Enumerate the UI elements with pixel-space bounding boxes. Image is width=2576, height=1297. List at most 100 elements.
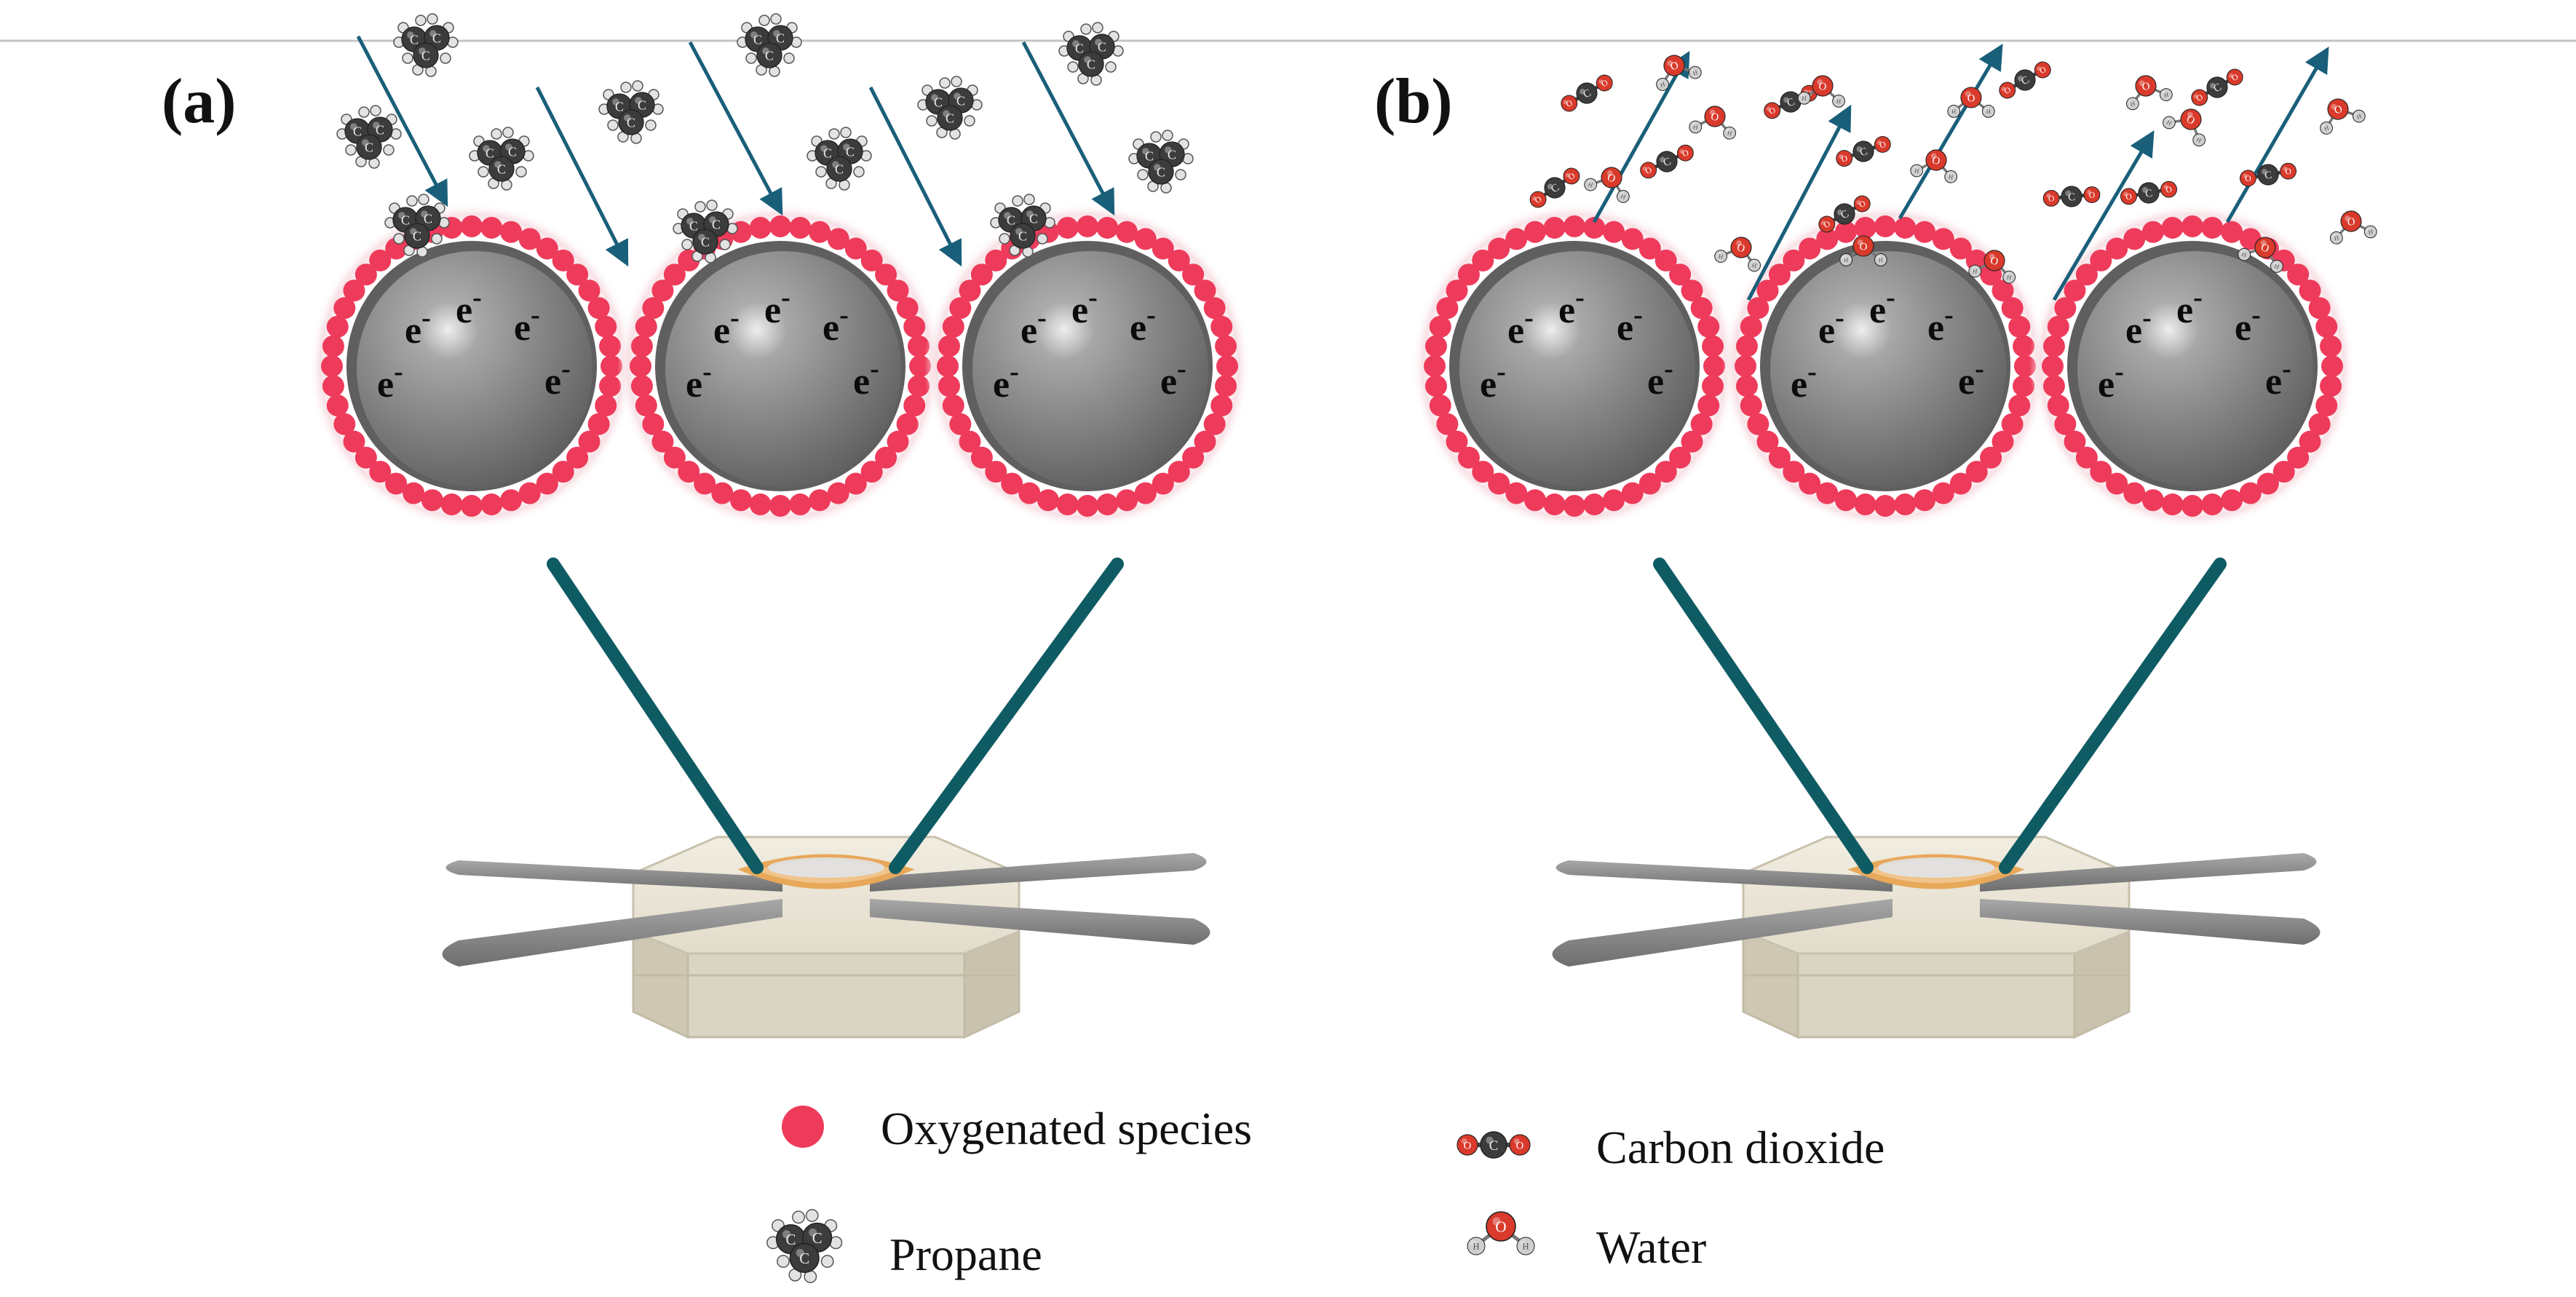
oxygenated-species-dot [1203,297,1226,320]
oxygenated-species-dot [1703,355,1725,377]
electron-label: e- [514,300,540,349]
oxygenated-species-dot [1816,482,1839,504]
oxygenated-species-dot [2064,279,2086,302]
oxygenated-species-dot [663,263,686,286]
pin-lower-right [870,899,1210,945]
svg-text:O: O [1967,92,1975,104]
electron-label: e- [405,303,431,352]
pin-upper-right [870,853,1207,892]
oxygenated-species-dot [1134,228,1157,250]
svg-text:C: C [401,213,410,227]
svg-text:C: C [799,1250,809,1267]
oxygenated-species-dot [1949,472,1972,495]
svg-text:O: O [2141,80,2151,93]
svg-text:C: C [712,217,721,231]
electrode-probe-right [1999,558,2227,874]
oxygenated-species-dot [678,461,700,483]
particle-highlight [1522,301,1580,359]
oxygenated-species-dot [2064,430,2086,453]
oxygenated-species-dot [1429,394,1451,417]
svg-text:C: C [421,48,430,63]
oxygenated-species-dot [566,263,589,286]
oxygenated-species-dot [896,413,919,435]
oxygenated-species-dot [1747,413,1769,435]
oxygenated-species-dot [2181,495,2203,517]
oxygenated-species-dot [2256,472,2279,495]
co2-molecule: OOC [1999,61,2051,99]
electron-label: e- [713,303,740,352]
svg-text:O: O [1464,1140,1472,1151]
oxygenated-species-dot [749,493,772,516]
sensing-particle: e-e-e-e-e- [1722,203,2048,529]
oxygenated-species-dot [887,430,909,453]
svg-text:C: C [410,32,419,47]
oxygenated-species-dot [1783,461,1805,483]
oxygenated-species-dot [1056,493,1079,516]
oxygenated-species-dot [860,461,883,483]
oxygenated-species-dot [630,375,653,397]
oxygenated-species-dot [1932,228,1954,250]
oxygenated-species-dot [809,489,831,512]
svg-text:H: H [1473,1242,1479,1252]
svg-text:H: H [1948,172,1954,181]
electron-label: e- [377,357,403,405]
svg-text:H: H [1692,68,1699,77]
oxygenated-species-dot [1096,216,1119,239]
oxygenated-species-dot [2141,489,2164,512]
oxygenated-species-dot [595,315,617,338]
svg-text:C: C [1087,57,1095,71]
oxygenated-species-dot [1654,249,1677,271]
particle-core [1770,251,2006,487]
oxygenated-species-dot [1992,430,2014,453]
electron-label: e- [1160,354,1186,402]
oxygenated-species-dot [711,482,734,504]
oxygenated-species-dot [2272,461,2295,483]
oxygenated-species-dot [1965,461,1988,483]
oxygenated-species-dot [2090,249,2112,271]
electron-label: e- [1927,300,1954,349]
oxygenated-species-dot [601,355,622,377]
oxygenated-species-dot [1194,430,1216,453]
oxygenated-species-dot [1543,493,1566,516]
oxygenated-species-dot [1740,394,1762,417]
oxygenated-species-dot [1018,482,1041,504]
water-molecule: HHO [1689,106,1737,140]
oxygenated-species-dot [1505,482,1528,504]
electron-label: e- [1071,282,1098,331]
oxygenated-species-dot [2287,446,2310,469]
oxygenated-species-dot [595,394,617,417]
particle-core [2077,251,2313,487]
particle-highlight [1833,301,1891,359]
electron-label: e- [456,282,482,331]
svg-text:H: H [1879,256,1884,263]
svg-text:C: C [753,32,762,47]
oxygenated-species-dot [599,335,622,357]
oxygenated-species-dot [1816,228,1839,250]
oxygenated-species-dot [1702,335,1724,357]
oxygenated-species-dot [1001,472,1023,495]
oxygenated-species-dot [2239,482,2262,504]
oxygenated-species-dot [1894,216,1917,239]
oxygenated-species-dot [1756,279,1779,302]
svg-text:C: C [846,144,855,159]
oxygenated-species-dot [769,215,791,237]
oxygenated-species-dot [1424,355,1446,377]
electron-label: e- [1958,354,1984,402]
oxygenated-species-dot [2106,237,2128,260]
pin-lower-left [1552,899,1893,967]
electron-label: e- [1130,300,1156,349]
electron-label: e- [2098,357,2124,405]
panel-b: e-e-e-e-e-e-e-e-e-e-e-e-e-e-e-OOCOOCOOCO… [1411,43,2377,1039]
oxygenated-species-dot [2054,297,2077,320]
oxygenated-species-dot [2161,493,2184,516]
oxygenated-species-dot [1799,472,1821,495]
oxygenated-species-dot [642,413,665,435]
electron-label: e- [2125,303,2152,352]
